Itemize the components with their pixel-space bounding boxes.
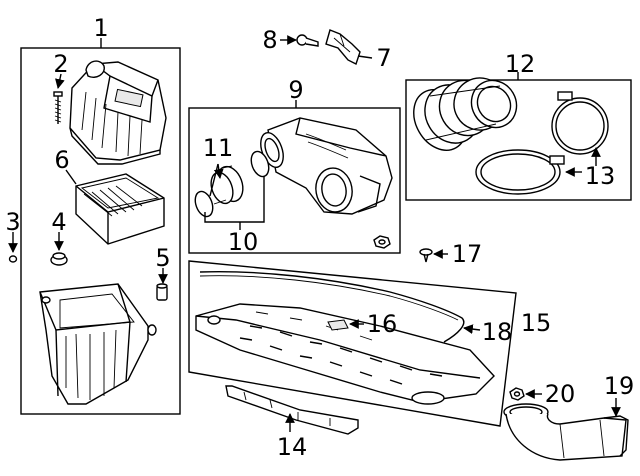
grommet-part-3 [8,255,18,263]
clamp-part-10 [194,190,214,218]
callout-1: 1 [93,14,108,42]
insulator-part-5 [156,283,168,301]
callout-11: 11 [203,134,234,162]
leader-7 [357,55,373,59]
leader-10 [204,176,265,223]
filter-element-part-6 [75,173,165,245]
callout-9: 9 [288,76,303,104]
clamp-part-13-lower [475,149,565,195]
leader-11a [213,163,224,179]
nut-part-20 [509,387,525,401]
callout-16: 16 [367,310,398,338]
air-cleaner-lower-housing [39,283,157,405]
nut-part-9 [373,235,391,249]
callout-7: 7 [376,44,391,72]
callout-15: 15 [521,309,552,337]
clamp-part-13-upper [551,91,609,155]
clip-part-16 [327,319,349,331]
outlet-duct-part-9 [260,117,393,215]
callout-5: 5 [155,244,170,272]
leader-6 [65,169,77,185]
group-box-air-cleaner [20,38,181,415]
callout-6: 6 [54,146,69,174]
deflector-panel-part-15 [195,303,495,405]
inlet-duct-part-19 [503,403,629,461]
air-cleaner-upper-housing [69,60,167,165]
leader-18 [463,324,481,334]
bolt-part-8 [296,34,319,47]
bracket-part-7 [325,29,361,65]
callout-20: 20 [545,380,576,408]
seal-part-18 [199,271,465,343]
hose-part-12 [413,77,518,151]
group-box-air-deflector [188,260,517,427]
bolt-part-2 [53,91,63,124]
insulator-part-4 [50,252,68,266]
leader-2 [55,73,65,89]
push-pin-part-17 [419,248,433,263]
group-box-hose-clamps [405,72,632,201]
callout-8: 8 [262,26,277,54]
group-box-outlet-duct [188,100,401,254]
callout-4: 4 [51,208,66,236]
callout-17: 17 [452,240,483,268]
callout-10: 10 [228,228,259,256]
callout-19: 19 [604,372,635,400]
callout-18: 18 [482,318,513,346]
support-part-14 [225,385,359,435]
callout-2: 2 [53,50,68,78]
callout-14: 14 [277,433,308,461]
callout-3: 3 [5,208,20,236]
callout-13: 13 [585,162,616,190]
callout-12: 12 [505,50,536,78]
leader-11b [209,163,219,197]
